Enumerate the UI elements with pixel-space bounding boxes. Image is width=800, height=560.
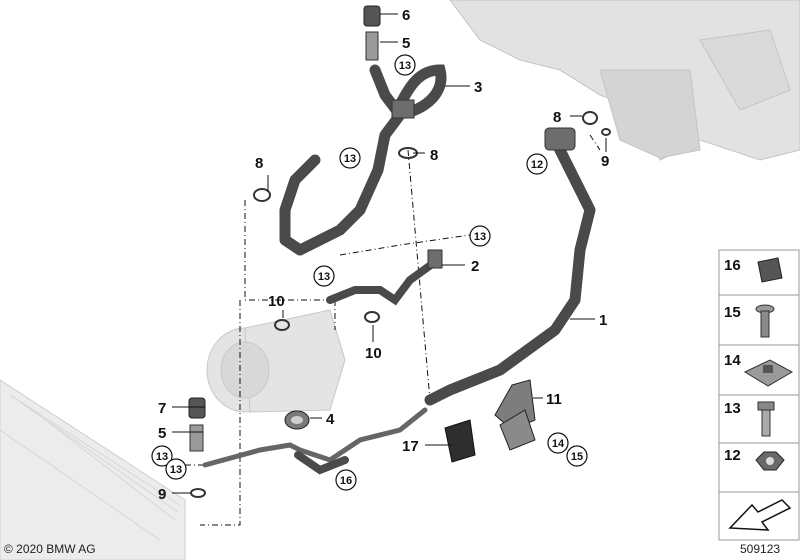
clip-14-15 — [499, 409, 536, 451]
callout-8-right: 8 — [553, 109, 561, 126]
svg-text:15: 15 — [724, 304, 741, 321]
callout-11: 11 — [546, 391, 562, 408]
callout-1: 1 — [599, 312, 607, 329]
direction-arrow-icon — [728, 499, 792, 531]
o-rings — [190, 111, 611, 498]
svg-text:14: 14 — [552, 438, 565, 450]
svg-text:13: 13 — [170, 464, 182, 476]
circled-15: 15 — [566, 445, 588, 467]
circled-16: 16 — [335, 469, 357, 491]
cap-6 — [363, 5, 381, 27]
circled-13-e: 13 — [151, 445, 173, 467]
circled-12: 12 — [526, 153, 548, 175]
cap-7 — [188, 397, 206, 419]
pipe-2 — [326, 258, 439, 306]
callout-2: 2 — [471, 258, 479, 275]
svg-text:13: 13 — [344, 153, 356, 165]
svg-text:15: 15 — [571, 451, 583, 463]
circled-14: 14 — [547, 432, 569, 454]
callout-4: 4 — [326, 411, 335, 428]
pipe-1 — [424, 134, 596, 406]
svg-text:14: 14 — [724, 352, 741, 369]
callout-leaders — [172, 13, 607, 494]
legend-item-14: 14 — [724, 352, 794, 387]
svg-text:16: 16 — [724, 257, 741, 274]
copyright-text: © 2020 BMW AG — [4, 542, 96, 556]
svg-text:13: 13 — [318, 271, 330, 283]
svg-text:12: 12 — [531, 159, 543, 171]
circled-13-c: 13 — [469, 225, 491, 247]
callout-9-lower: 9 — [158, 486, 166, 503]
legend-item-15: 15 — [724, 304, 775, 338]
callout-9-upper: 9 — [601, 153, 609, 170]
svg-text:12: 12 — [724, 447, 741, 464]
callout-3: 3 — [474, 79, 482, 96]
svg-text:13: 13 — [474, 231, 486, 243]
circled-13-f: 13 — [165, 458, 187, 480]
lower-line — [202, 407, 428, 468]
svg-text:13: 13 — [156, 451, 168, 463]
callout-10-left: 10 — [268, 293, 285, 310]
callout-10-right: 10 — [365, 345, 382, 362]
valve-core-5-upper — [365, 31, 379, 61]
callout-7: 7 — [158, 400, 166, 417]
diagram-number: 509123 — [740, 542, 781, 556]
legend-item-12: 12 — [724, 447, 785, 471]
callout-6: 6 — [402, 7, 410, 24]
compressor-ghost — [206, 309, 346, 413]
callout-8-left: 8 — [255, 155, 263, 172]
svg-text:13: 13 — [399, 60, 411, 72]
condenser-ghost — [0, 379, 186, 560]
circled-13-d: 13 — [313, 265, 335, 287]
circled-13-b: 13 — [339, 147, 361, 169]
leader-lines — [185, 134, 601, 526]
legend-item-13: 13 — [724, 400, 775, 437]
callout-8-center: 8 — [430, 147, 438, 164]
circled-13-a: 13 — [394, 54, 416, 76]
pressure-sensor-4 — [284, 410, 310, 430]
callout-5-lower: 5 — [158, 425, 166, 442]
hardware-legend: 16 15 14 13 12 — [718, 249, 800, 541]
svg-text:13: 13 — [724, 400, 741, 417]
heater-housing-ghost — [449, 0, 800, 161]
callout-17: 17 — [402, 438, 419, 455]
pad-17 — [444, 419, 476, 463]
callout-5-upper: 5 — [402, 35, 410, 52]
svg-text:16: 16 — [340, 475, 352, 487]
valve-core-5-lower — [189, 424, 204, 452]
legend-item-16: 16 — [724, 257, 783, 283]
